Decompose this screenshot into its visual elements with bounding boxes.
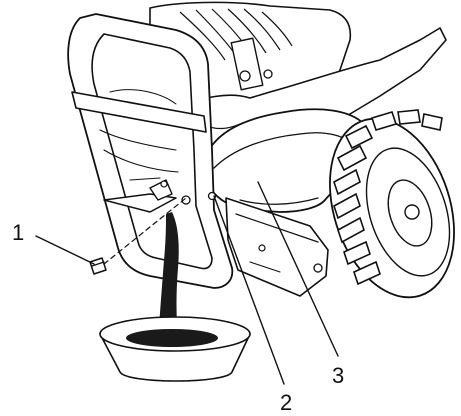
- callout-label-2: 2: [280, 390, 292, 415]
- drain-spout: [103, 179, 217, 213]
- callout-2: 2: [213, 195, 292, 415]
- mount-plate: [225, 197, 329, 297]
- guard-frame: [67, 13, 234, 289]
- callout-3: 3: [257, 181, 344, 388]
- oil-stream: [158, 212, 179, 340]
- tire: [329, 109, 455, 299]
- drain-plug: [89, 257, 107, 275]
- drain-pan: [99, 316, 251, 382]
- callout-label-1: 1: [12, 220, 24, 245]
- callout-label-3: 3: [332, 363, 344, 388]
- oil-pool: [126, 329, 218, 347]
- callout-1: 1: [12, 220, 95, 265]
- plug-path-line: [103, 197, 187, 265]
